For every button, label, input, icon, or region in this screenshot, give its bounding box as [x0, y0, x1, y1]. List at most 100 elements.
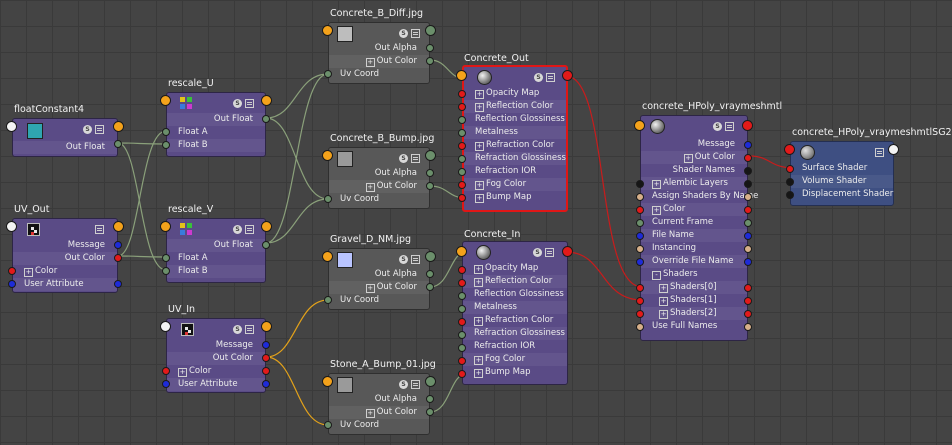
- current-frame-in-port[interactable]: [636, 219, 644, 227]
- node-vraymeshmtl[interactable]: concrete_HPoly_vraymeshmtl S Message +Ou…: [634, 101, 782, 341]
- node-rescale-u[interactable]: rescale_U S Out Float Float A Float B: [160, 78, 272, 157]
- swatch-toggle-icon[interactable]: S: [533, 248, 542, 257]
- expand-icon[interactable]: +: [683, 154, 693, 163]
- list-view-icon[interactable]: [411, 154, 420, 163]
- out-color-port[interactable]: [426, 57, 434, 65]
- uv-coord-port[interactable]: [324, 70, 332, 78]
- collapse-icon[interactable]: -: [652, 271, 661, 280]
- output-port[interactable]: [562, 70, 573, 81]
- color-in-port[interactable]: [636, 206, 644, 214]
- uv-coord-port[interactable]: [324, 296, 332, 304]
- input-port[interactable]: [322, 150, 333, 161]
- list-view-icon[interactable]: [411, 255, 420, 264]
- metalness-port[interactable]: [458, 305, 466, 313]
- reflection-color-port[interactable]: [458, 103, 466, 111]
- expand-icon[interactable]: +: [24, 268, 33, 277]
- list-view-icon[interactable]: [245, 225, 254, 234]
- swatch-toggle-icon[interactable]: S: [713, 122, 722, 131]
- alembic-layers-out-port[interactable]: [744, 180, 752, 188]
- message-port[interactable]: [744, 141, 752, 149]
- input-port[interactable]: [322, 251, 333, 262]
- expand-icon[interactable]: +: [475, 181, 484, 190]
- swatch-toggle-icon[interactable]: S: [233, 225, 242, 234]
- expand-icon[interactable]: +: [365, 409, 375, 418]
- expand-icon[interactable]: +: [365, 58, 375, 67]
- output-port[interactable]: [425, 251, 436, 262]
- refraction-ior-port[interactable]: [458, 344, 466, 352]
- out-alpha-port[interactable]: [426, 395, 434, 403]
- uv-coord-port[interactable]: [324, 195, 332, 203]
- file-name-in-port[interactable]: [636, 232, 644, 240]
- expand-icon[interactable]: +: [659, 310, 668, 319]
- metalness-port[interactable]: [458, 129, 466, 137]
- reflection-glossiness-port[interactable]: [458, 292, 466, 300]
- expand-icon[interactable]: +: [474, 278, 483, 287]
- output-port[interactable]: [425, 150, 436, 161]
- user-attr-in-port[interactable]: [8, 280, 16, 288]
- out-float-port[interactable]: [262, 115, 270, 123]
- list-view-icon[interactable]: [875, 148, 884, 157]
- swatch-toggle-icon[interactable]: S: [83, 125, 92, 134]
- user-attr-out-port[interactable]: [262, 380, 270, 388]
- swatch-toggle-icon[interactable]: S: [399, 255, 408, 264]
- expand-icon[interactable]: +: [474, 356, 483, 365]
- uv-coord-port[interactable]: [324, 421, 332, 429]
- output-port[interactable]: [562, 246, 573, 257]
- shaders-1-in-port[interactable]: [636, 297, 644, 305]
- output-port[interactable]: [113, 121, 124, 132]
- output-port[interactable]: [261, 221, 272, 232]
- user-attr-in-port[interactable]: [162, 380, 170, 388]
- refraction-color-port[interactable]: [458, 318, 466, 326]
- float-b-port[interactable]: [162, 267, 170, 275]
- out-alpha-port[interactable]: [426, 169, 434, 177]
- shaders-2-in-port[interactable]: [636, 310, 644, 318]
- color-out-port[interactable]: [262, 367, 270, 375]
- node-rescale-v[interactable]: rescale_V S Out Float Float A Float B: [160, 204, 272, 283]
- color-in-port[interactable]: [162, 367, 170, 375]
- out-color-port[interactable]: [426, 182, 434, 190]
- shader-names-port[interactable]: [744, 167, 752, 175]
- input-port[interactable]: [456, 246, 467, 257]
- message-port[interactable]: [114, 241, 122, 249]
- expand-icon[interactable]: +: [475, 90, 484, 99]
- assign-shaders-out-port[interactable]: [744, 193, 752, 201]
- out-alpha-port[interactable]: [426, 44, 434, 52]
- fog-color-port[interactable]: [458, 357, 466, 365]
- fog-color-port[interactable]: [458, 181, 466, 189]
- refraction-glossiness-port[interactable]: [458, 331, 466, 339]
- displacement-shader-port[interactable]: [786, 191, 794, 199]
- input-port[interactable]: [784, 144, 795, 155]
- message-port[interactable]: [262, 341, 270, 349]
- input-port[interactable]: [6, 221, 17, 232]
- node-concrete-b-diff[interactable]: Concrete_B_Diff.jpg S Out Alpha +Out Col…: [322, 8, 436, 84]
- node-uv-in[interactable]: UV_In S Message Out Color +Color User At…: [160, 304, 272, 393]
- refraction-color-port[interactable]: [458, 142, 466, 150]
- expand-icon[interactable]: +: [365, 183, 375, 192]
- alembic-layers-in-port[interactable]: [636, 180, 644, 188]
- float-b-port[interactable]: [162, 141, 170, 149]
- swatch-toggle-icon[interactable]: S: [399, 380, 408, 389]
- override-file-name-out-port[interactable]: [744, 258, 752, 266]
- refraction-glossiness-port[interactable]: [458, 155, 466, 163]
- expand-icon[interactable]: +: [659, 284, 668, 293]
- expand-icon[interactable]: +: [178, 368, 187, 377]
- expand-icon[interactable]: +: [474, 369, 483, 378]
- input-port[interactable]: [456, 70, 467, 81]
- out-color-port[interactable]: [262, 354, 270, 362]
- out-color-port[interactable]: [114, 254, 122, 262]
- input-port[interactable]: [160, 95, 171, 106]
- instancing-out-port[interactable]: [744, 245, 752, 253]
- expand-icon[interactable]: +: [652, 180, 661, 189]
- expand-icon[interactable]: +: [474, 317, 483, 326]
- list-view-icon[interactable]: [95, 125, 104, 134]
- shaders-2-out-port[interactable]: [744, 310, 752, 318]
- color-out-port[interactable]: [744, 206, 752, 214]
- list-view-icon[interactable]: [411, 380, 420, 389]
- surface-shader-port[interactable]: [786, 165, 794, 173]
- output-port[interactable]: [425, 376, 436, 387]
- expand-icon[interactable]: +: [365, 284, 375, 293]
- out-alpha-port[interactable]: [426, 270, 434, 278]
- bump-map-port[interactable]: [458, 194, 466, 202]
- opacity-map-port[interactable]: [458, 90, 466, 98]
- node-concrete-in[interactable]: Concrete_In S +Opacity Map +Reflection C…: [456, 229, 573, 385]
